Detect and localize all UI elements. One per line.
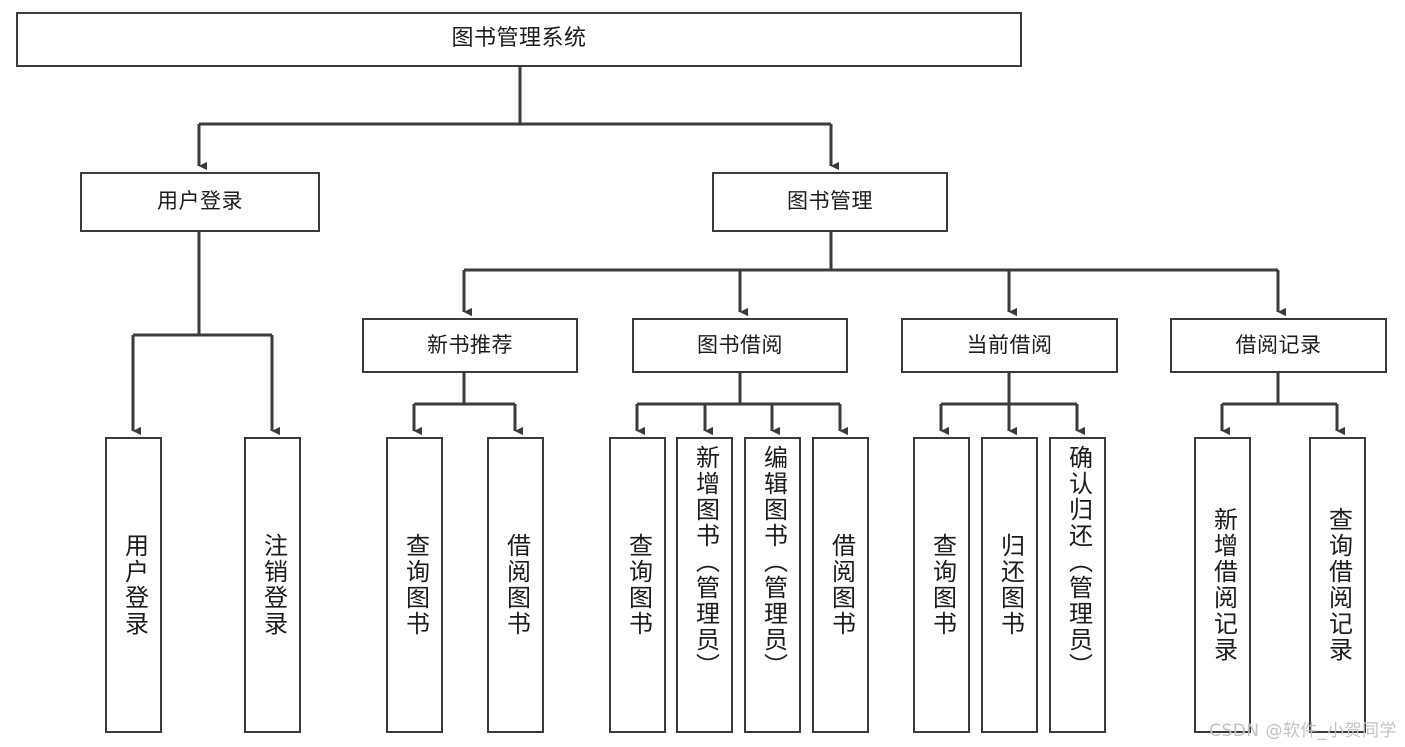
leaf-query-book-borrow[interactable]: 查询图书: [609, 437, 666, 733]
leaf-confirm-return-admin[interactable]: 确认归还（管理员）: [1049, 437, 1106, 733]
node-label: 注销登录: [259, 533, 288, 637]
node-new-book-recommend[interactable]: 新书推荐: [362, 318, 578, 373]
node-label: 归还图书: [996, 533, 1025, 637]
csdn-watermark: CSDN @软件_小贺同学: [1209, 721, 1397, 741]
node-label: 图书管理系统: [451, 26, 587, 52]
node-label: 查询借阅记录: [1324, 507, 1353, 663]
leaf-borrow-book-recommend[interactable]: 借阅图书: [487, 437, 544, 733]
node-label: 确认归还（管理员）: [1064, 445, 1093, 679]
node-user-login[interactable]: 用户登录: [80, 172, 320, 232]
node-label: 图书借阅: [697, 332, 783, 357]
node-label: 新增图书（管理员）: [691, 445, 720, 679]
leaf-query-borrow-record[interactable]: 查询借阅记录: [1309, 437, 1366, 733]
node-label: 图书管理: [787, 189, 873, 214]
node-label: 查询图书: [928, 533, 957, 637]
node-current-borrow[interactable]: 当前借阅: [901, 318, 1118, 373]
node-label: 借阅图书: [827, 533, 856, 637]
node-label: 新增借阅记录: [1209, 507, 1238, 663]
node-label: 用户登录: [157, 189, 243, 214]
leaf-borrow-book[interactable]: 借阅图书: [812, 437, 869, 733]
node-label: 借阅图书: [502, 533, 531, 637]
node-borrow-record[interactable]: 借阅记录: [1170, 318, 1387, 373]
leaf-return-book[interactable]: 归还图书: [981, 437, 1038, 733]
node-label: 查询图书: [624, 533, 653, 637]
leaf-query-book-recommend[interactable]: 查询图书: [386, 437, 443, 733]
node-label: 借阅记录: [1235, 332, 1322, 357]
node-label: 当前借阅: [966, 332, 1053, 357]
leaf-query-book-current[interactable]: 查询图书: [913, 437, 970, 733]
node-book-borrow[interactable]: 图书借阅: [632, 318, 848, 373]
leaf-edit-book-admin[interactable]: 编辑图书（管理员）: [744, 437, 801, 733]
node-book-management[interactable]: 图书管理: [712, 172, 948, 232]
leaf-add-book-admin[interactable]: 新增图书（管理员）: [676, 437, 733, 733]
node-label: 新书推荐: [427, 332, 513, 357]
node-root-system[interactable]: 图书管理系统: [16, 12, 1022, 67]
leaf-user-login[interactable]: 用户登录: [105, 437, 162, 733]
leaf-logout[interactable]: 注销登录: [244, 437, 301, 733]
node-label: 用户登录: [120, 533, 149, 637]
leaf-add-borrow-record[interactable]: 新增借阅记录: [1194, 437, 1251, 733]
node-label: 查询图书: [401, 533, 430, 637]
node-label: 编辑图书（管理员）: [759, 445, 788, 679]
